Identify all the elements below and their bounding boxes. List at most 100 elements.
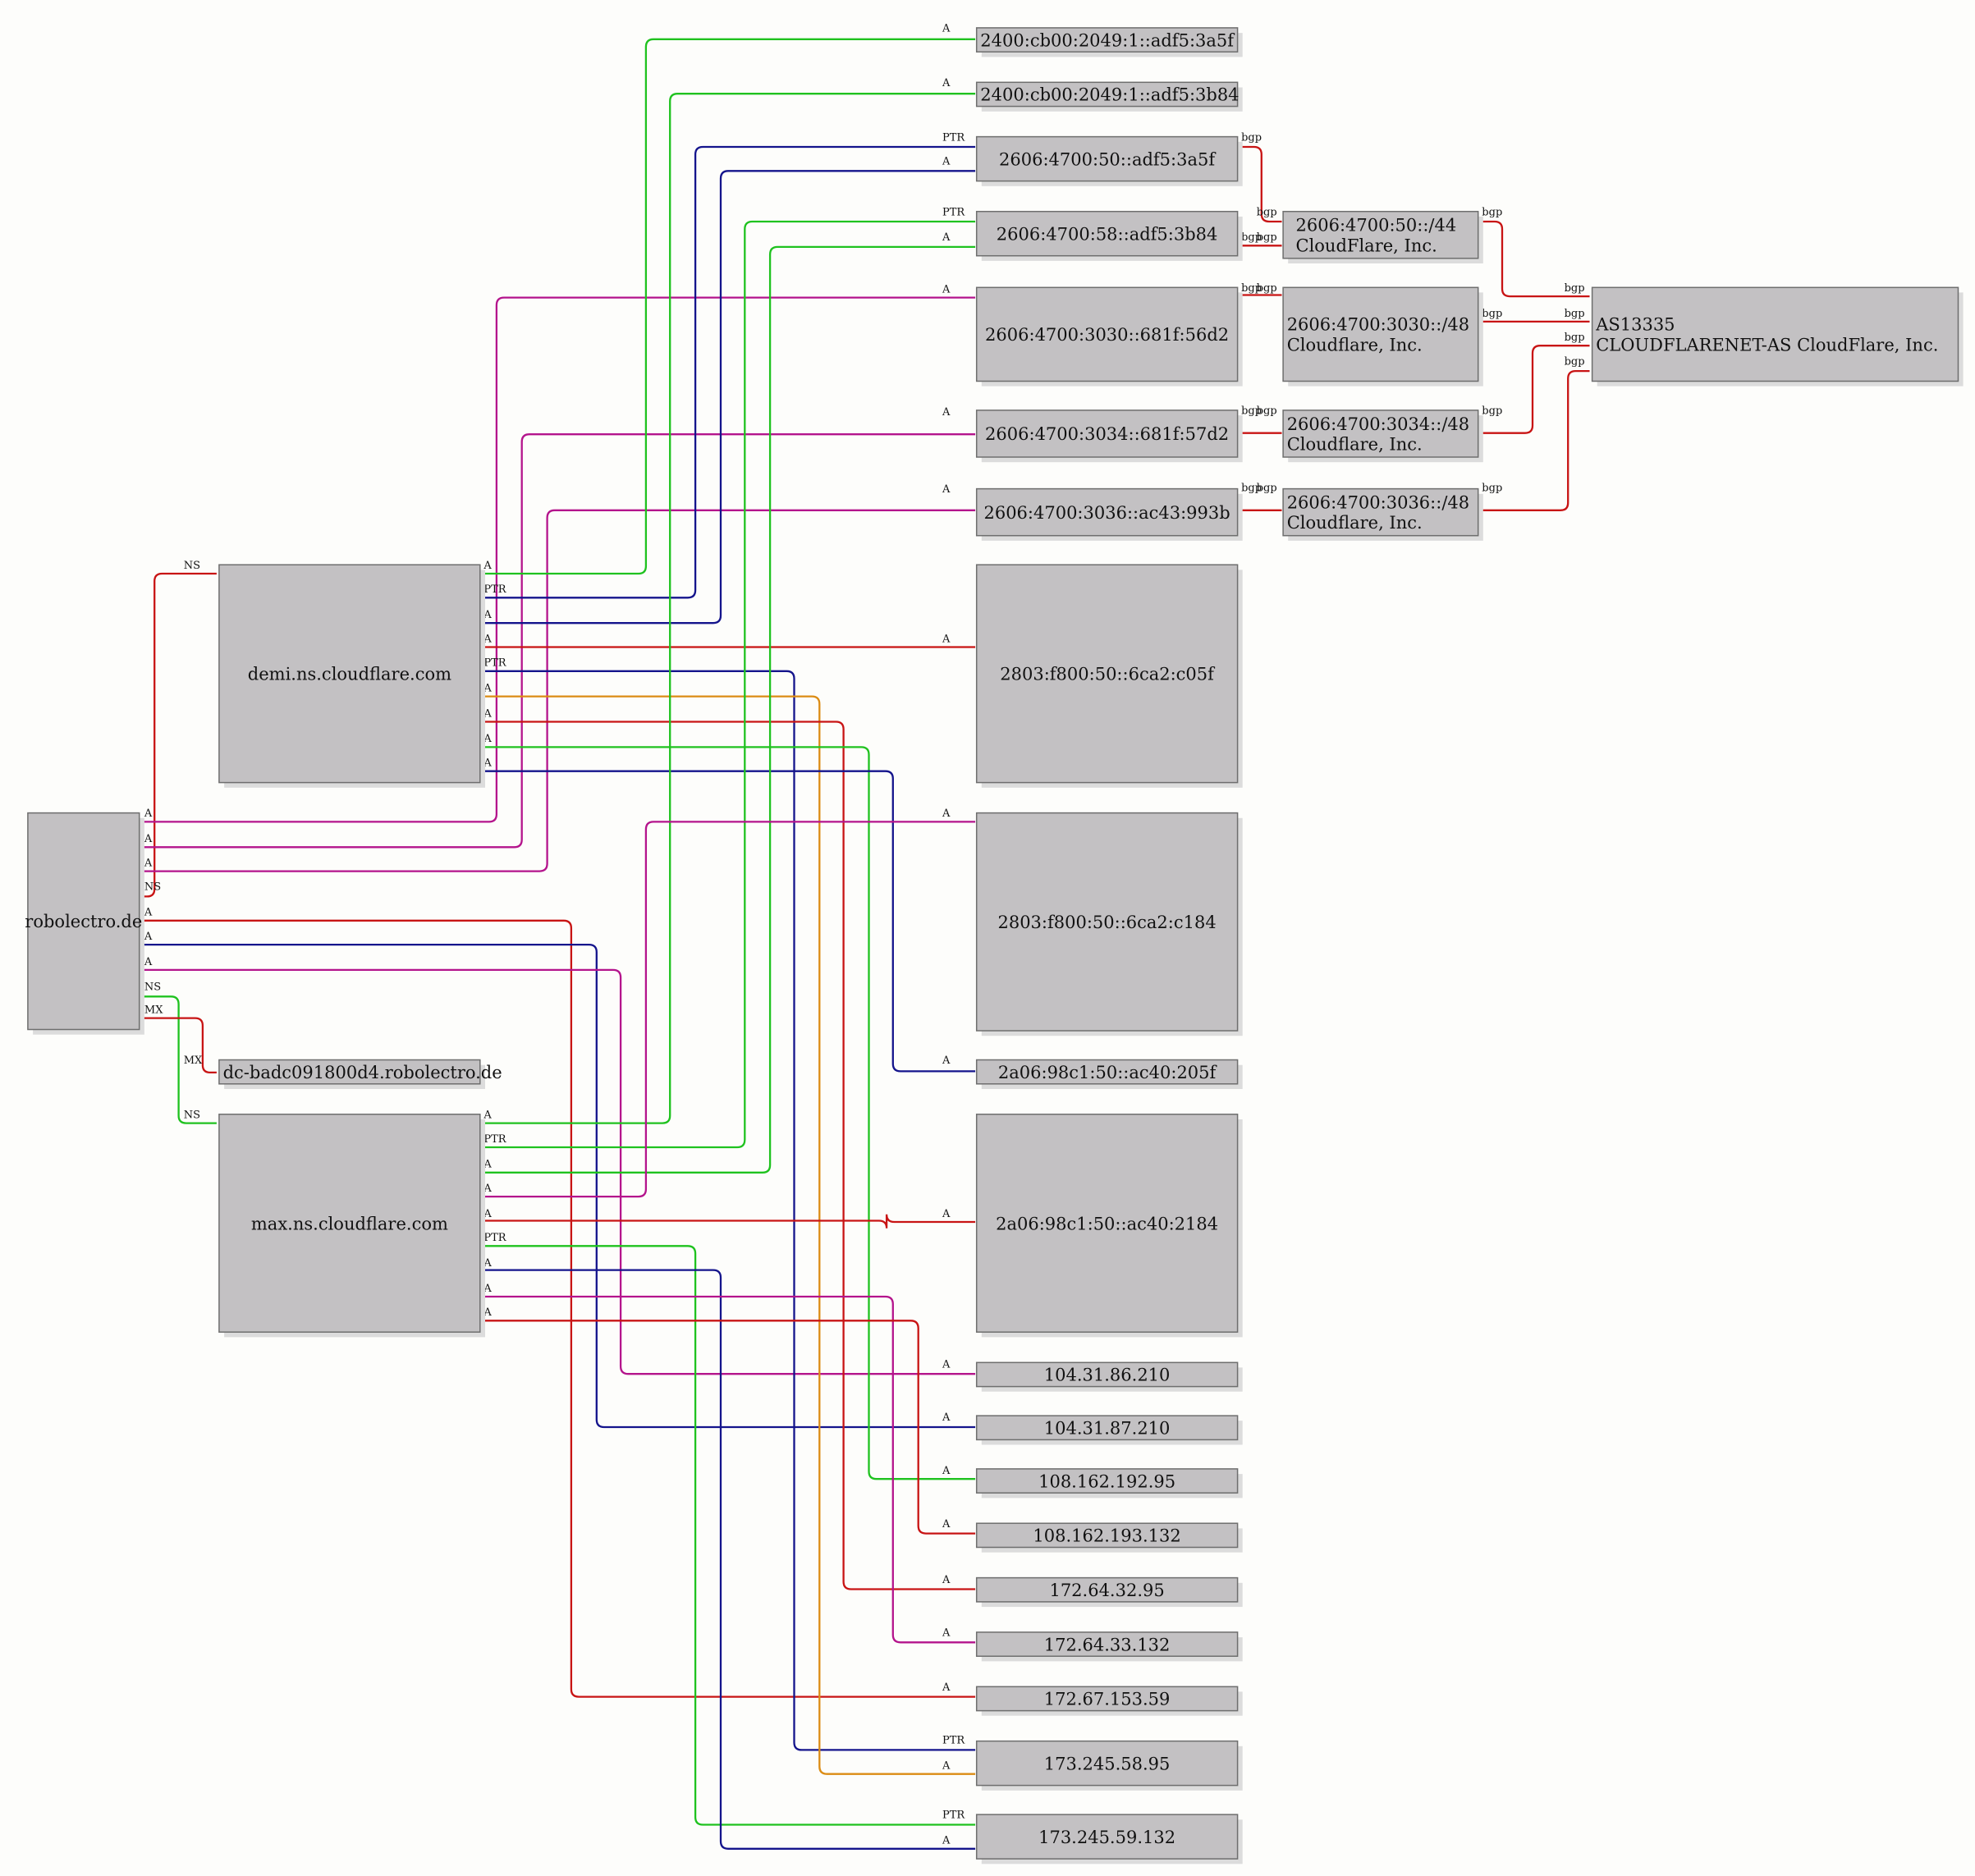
node-ip4-172-67[interactable]: 172.67.153.59 bbox=[975, 1686, 1243, 1716]
node-ip4-173-58[interactable]: 173.245.58.95 bbox=[975, 1740, 1243, 1791]
node-ip6-2a06-2184[interactable]: 2a06:98c1:50::ac40:2184 bbox=[975, 1114, 1243, 1338]
edge-line bbox=[481, 1295, 976, 1644]
edge-label-source: bgp bbox=[1241, 131, 1262, 144]
edge-line bbox=[141, 943, 976, 1429]
node-label: 173.245.59.132 bbox=[1038, 1828, 1175, 1847]
node-label: 2400:cb00:2049:1::adf5:3b84 bbox=[980, 85, 1239, 105]
node-label: 2606:4700:50::adf5:3a5f bbox=[999, 149, 1217, 169]
edge-label-source: bgp bbox=[1241, 231, 1262, 244]
edge-label-target: A bbox=[942, 1835, 951, 1847]
node-label: 172.67.153.59 bbox=[1044, 1690, 1171, 1709]
node-demi[interactable]: demi.ns.cloudflare.com bbox=[218, 564, 485, 788]
edge-line bbox=[481, 1320, 976, 1535]
node-box bbox=[975, 27, 1239, 53]
node-box bbox=[975, 1415, 1239, 1441]
node-box bbox=[975, 1740, 1239, 1787]
edge-a-max-ip6_2803_c184: AA bbox=[481, 808, 976, 1198]
node-label: 2803:f800:50::6ca2:c05f bbox=[1000, 665, 1216, 684]
node-ip6-2606-58[interactable]: 2606:4700:58::adf5:3b84 bbox=[975, 210, 1243, 261]
edge-line bbox=[1479, 345, 1590, 434]
node-ip6-2803-c184[interactable]: 2803:f800:50::6ca2:c184 bbox=[975, 812, 1243, 1036]
edge-label-target: MX bbox=[184, 1055, 203, 1067]
node-label: robolectro.de bbox=[25, 912, 142, 931]
edge-label-target: A bbox=[942, 156, 951, 168]
edge-line bbox=[141, 1017, 217, 1074]
edge-label-target: PTR bbox=[942, 1810, 965, 1822]
edge-a-demi-ip4_108_192: AA bbox=[481, 733, 976, 1480]
node-box bbox=[218, 564, 481, 784]
node-ip6-2803-c05f[interactable]: 2803:f800:50::6ca2:c05f bbox=[975, 564, 1243, 788]
node-ip4-104-86[interactable]: 104.31.86.210 bbox=[975, 1361, 1243, 1392]
edge-label-target: bgp bbox=[1565, 282, 1585, 295]
edge-line bbox=[481, 1214, 976, 1229]
edge-label-source: A bbox=[144, 907, 153, 919]
node-robolectro[interactable]: robolectro.de bbox=[25, 812, 144, 1035]
node-ip4-172-33[interactable]: 172.64.33.132 bbox=[975, 1631, 1243, 1662]
edge-label-target: A bbox=[942, 1358, 951, 1370]
edge-line bbox=[141, 919, 976, 1698]
node-label: Cloudflare, Inc. bbox=[1287, 513, 1423, 533]
node-ip6-3030[interactable]: 2606:4700:3030::681f:56d2 bbox=[975, 286, 1243, 387]
node-box bbox=[975, 1814, 1239, 1860]
edge-label-target: bgp bbox=[1565, 355, 1585, 368]
edge-label-target: A bbox=[942, 1682, 951, 1694]
node-ip6-2400-3b84[interactable]: 2400:cb00:2049:1::adf5:3b84 bbox=[975, 81, 1243, 112]
node-label: 2400:cb00:2049:1::adf5:3a5f bbox=[980, 30, 1235, 50]
edge-label-source: A bbox=[144, 808, 153, 820]
edge-line bbox=[481, 245, 976, 1174]
node-label: Cloudflare, Inc. bbox=[1287, 435, 1423, 455]
edge-label-source: A bbox=[483, 633, 492, 645]
node-ip6-2606-50[interactable]: 2606:4700:50::adf5:3a5f bbox=[975, 135, 1243, 186]
node-ip4-173-59[interactable]: 173.245.59.132 bbox=[975, 1814, 1243, 1865]
edge-label-source: A bbox=[483, 1183, 492, 1195]
node-box bbox=[975, 1114, 1239, 1333]
edge-a-demi-ip4_172_32: AA bbox=[481, 707, 976, 1590]
edge-label-target: bgp bbox=[1257, 483, 1277, 495]
node-label: 108.162.193.132 bbox=[1033, 1526, 1180, 1546]
edge-a-max-ip4_172_33: AA bbox=[481, 1283, 976, 1644]
edge-line bbox=[1479, 220, 1590, 298]
node-ip6-2400-3a5f[interactable]: 2400:cb00:2049:1::adf5:3a5f bbox=[975, 27, 1243, 57]
edge-label-target: bgp bbox=[1565, 308, 1585, 320]
node-box bbox=[975, 1361, 1239, 1388]
node-ip4-108-193[interactable]: 108.162.193.132 bbox=[975, 1522, 1243, 1553]
edge-line bbox=[481, 220, 976, 1149]
edge-line bbox=[1239, 145, 1282, 223]
node-ip4-104-87[interactable]: 104.31.87.210 bbox=[975, 1415, 1243, 1445]
node-ip6-3036[interactable]: 2606:4700:3036::ac43:993b bbox=[975, 487, 1243, 541]
node-dc[interactable]: dc-badc091800d4.robolectro.de bbox=[218, 1059, 502, 1090]
edge-label-source: PTR bbox=[483, 583, 506, 596]
node-ip4-108-192[interactable]: 108.162.192.95 bbox=[975, 1468, 1243, 1499]
edge-label-target: A bbox=[942, 1412, 951, 1424]
node-ip6-3034[interactable]: 2606:4700:3034::681f:57d2 bbox=[975, 410, 1243, 463]
node-box bbox=[975, 1686, 1239, 1712]
node-max[interactable]: max.ns.cloudflare.com bbox=[218, 1114, 485, 1338]
node-box bbox=[218, 1059, 481, 1085]
edge-line bbox=[481, 721, 976, 1590]
edge-label-target: NS bbox=[184, 560, 200, 572]
edge-label-source: A bbox=[483, 757, 492, 770]
edge-a-robolectro-ip6_3036: AA bbox=[141, 483, 976, 872]
node-label: 2606:4700:50::/44 bbox=[1296, 216, 1457, 236]
edge-line bbox=[481, 1245, 976, 1826]
node-box bbox=[1282, 286, 1479, 382]
edge-label-source: A bbox=[483, 1110, 492, 1122]
node-ip4-172-32[interactable]: 172.64.32.95 bbox=[975, 1576, 1243, 1608]
node-ip6-2a06-205f[interactable]: 2a06:98c1:50::ac40:205f bbox=[975, 1059, 1243, 1090]
edge-label-source: A bbox=[483, 683, 492, 695]
node-label: 2606:4700:3030::681f:56d2 bbox=[985, 325, 1229, 345]
node-label: CLOUDFLARENET-AS CloudFlare, Inc. bbox=[1596, 335, 1938, 355]
node-box bbox=[1282, 487, 1479, 537]
edge-label-target: bgp bbox=[1257, 206, 1277, 218]
edge-label-source: A bbox=[483, 1208, 492, 1220]
